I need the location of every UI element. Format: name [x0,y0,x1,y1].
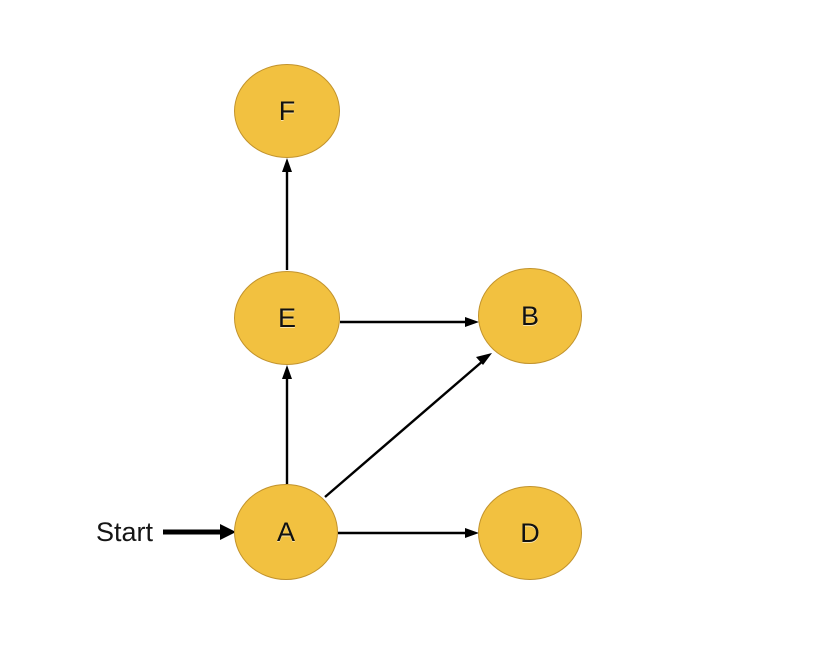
node-b-label: B [520,300,539,331]
edge-e-to-f-arrowhead [282,158,292,172]
node-e-label: E [277,302,296,333]
node-d-label: D [520,517,540,548]
edge-a-to-b-arrowhead [476,353,492,365]
edge-start-to-a [163,524,236,540]
node-a[interactable]: A [234,484,338,580]
edge-start-to-a-arrowhead [220,524,236,540]
edge-e-to-b-arrowhead [465,317,479,327]
node-d[interactable]: D [478,486,582,580]
node-b[interactable]: B [478,268,582,364]
edge-a-to-b [324,353,492,498]
edge-a-to-d [338,528,479,538]
edge-a-to-b-line [324,359,485,498]
edge-a-to-e-arrowhead [282,365,292,379]
edge-a-to-e [282,365,292,484]
node-f-label: F [278,95,296,126]
node-e[interactable]: E [234,271,340,365]
node-a-label: A [276,516,295,547]
start-label: Start [96,517,154,547]
edge-e-to-b [340,317,479,327]
edge-a-to-d-arrowhead [465,528,479,538]
node-f[interactable]: F [234,64,340,158]
edge-e-to-f [282,158,292,270]
